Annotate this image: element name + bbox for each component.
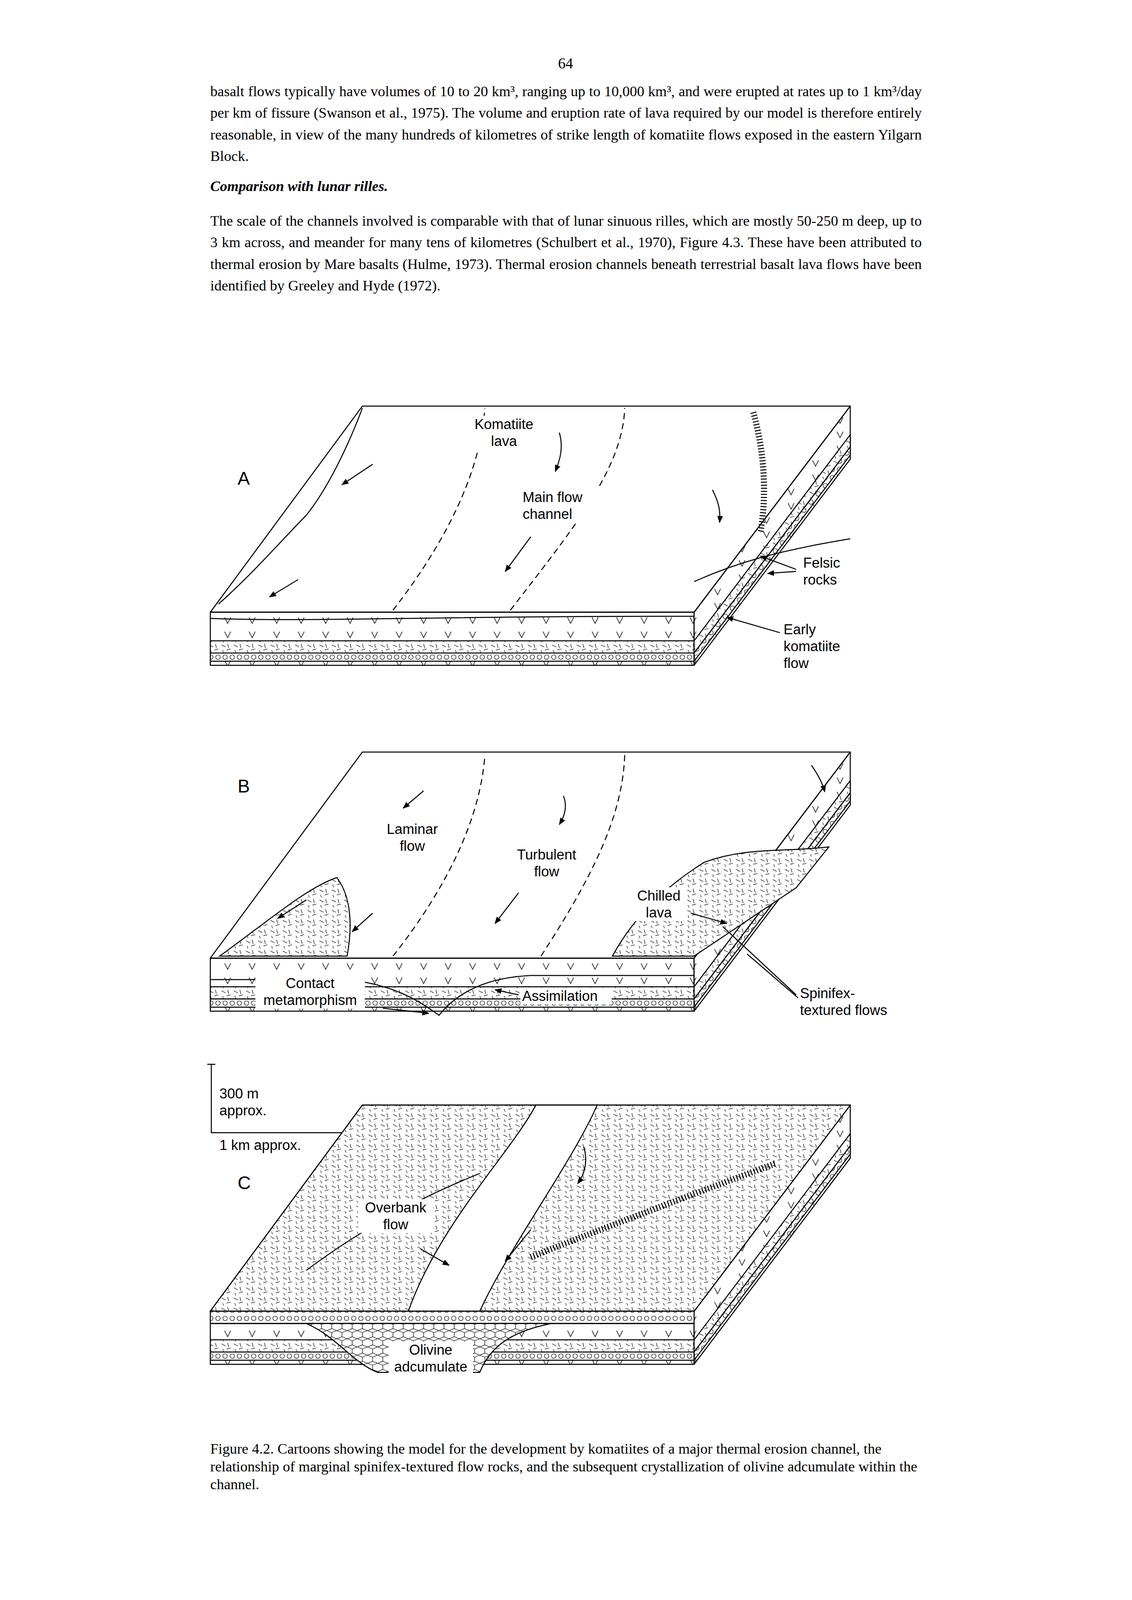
figure-label: Assimilation xyxy=(520,987,612,1005)
figure-label: Spinifex-textured flows xyxy=(798,985,908,1019)
figure-label: Chilled lava xyxy=(630,887,688,922)
scale-label: 1 km approx. xyxy=(219,1137,325,1154)
body-paragraph: basalt flows typically have volumes of 1… xyxy=(210,80,922,167)
figure-caption: Figure 4.2. Cartoons showing the model f… xyxy=(210,1440,922,1494)
block-a xyxy=(210,406,851,666)
page-number: 64 xyxy=(547,54,584,73)
block-b xyxy=(210,752,851,1016)
section-heading: Comparison with lunar rilles. xyxy=(210,177,667,195)
figure-label: Overbank flow xyxy=(358,1199,434,1234)
figure-label: Turbulent flow xyxy=(508,846,585,881)
panel-letter: A xyxy=(237,467,265,490)
figure-label: Olivine adcumulate xyxy=(388,1341,473,1376)
figure-label: Early komatiite flow xyxy=(781,621,855,673)
panel-letter: C xyxy=(237,1172,265,1195)
figure-label: Felsic rocks xyxy=(801,554,854,589)
scale-label: 300 m approx. xyxy=(217,1085,277,1120)
panel-letter: B xyxy=(237,775,265,798)
figure-label: Main flow channel xyxy=(520,488,599,523)
figure-label: Laminar flow xyxy=(380,820,445,855)
scale-bar xyxy=(207,1064,350,1138)
body-paragraph: The scale of the channels involved is co… xyxy=(210,210,922,297)
figure-label: Contact metamorphism xyxy=(255,975,365,1009)
figure-label: Komatiite lava xyxy=(465,415,543,450)
block-c xyxy=(210,1105,851,1373)
